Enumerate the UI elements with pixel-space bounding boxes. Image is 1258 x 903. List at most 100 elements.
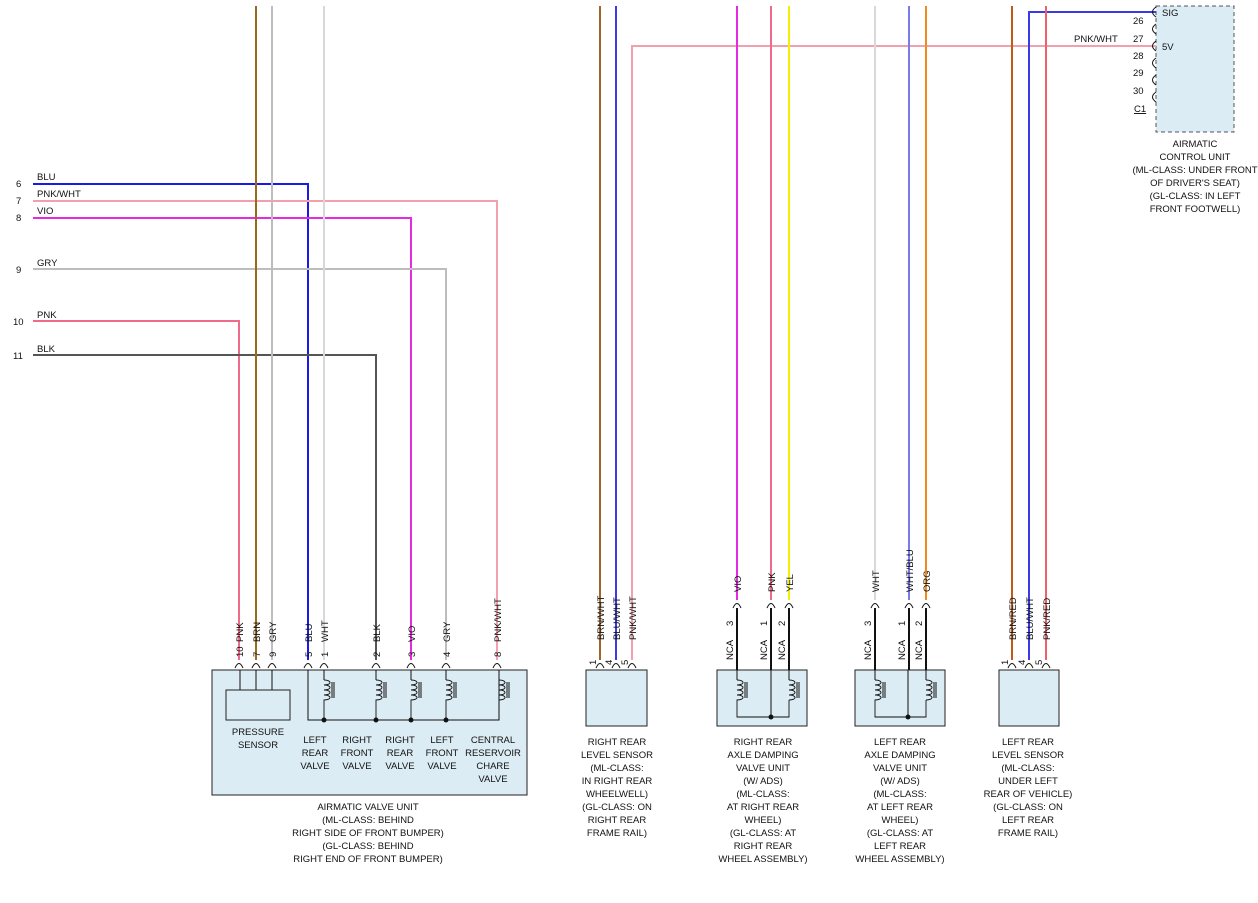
terminal-icon bbox=[627, 663, 637, 669]
terminal-icon bbox=[303, 663, 313, 669]
pin-wire-color: WHT/BLU bbox=[905, 549, 916, 592]
terminal-icon bbox=[1152, 6, 1157, 18]
caption-line: (ML-CLASS: UNDER FRONT bbox=[1132, 165, 1257, 176]
pin-wire-color: BRN bbox=[252, 622, 263, 642]
pin-number: 5 bbox=[304, 652, 315, 657]
wire-pnk-wht-2 bbox=[631, 45, 1156, 660]
acu-pin-28: 28 bbox=[1133, 51, 1144, 62]
rr-level-sensor-box bbox=[585, 669, 648, 727]
pin-wire-color: VIO bbox=[733, 576, 744, 592]
caption-line: LEFT REAR bbox=[874, 841, 926, 852]
pin-wire-color: PNK/RED bbox=[1042, 598, 1053, 640]
caption-line: RIGHT bbox=[342, 735, 372, 746]
caption-line: RIGHT REAR bbox=[734, 737, 793, 748]
caption-line: VALVE bbox=[342, 761, 371, 772]
acu-pin-27-wire: PNK/WHT bbox=[1074, 34, 1118, 45]
pressure-sensor-box bbox=[225, 689, 291, 721]
terminal-icon bbox=[441, 663, 451, 669]
caption-line: RIGHT bbox=[385, 735, 415, 746]
edge-label-pnk: PNK bbox=[37, 310, 57, 321]
valve-unit-caption: AIRMATIC VALVE UNIT(ML-CLASS: BEHINDRIGH… bbox=[292, 802, 444, 865]
caption-line: OF DRIVER'S SEAT) bbox=[1150, 178, 1240, 189]
terminal-icon bbox=[1152, 74, 1157, 86]
pin-wire-color: ORG bbox=[922, 570, 933, 592]
caption-line: RIGHT REAR bbox=[588, 815, 647, 826]
caption-line: AT RIGHT REAR bbox=[727, 802, 799, 813]
caption-line: WHEEL) bbox=[882, 815, 919, 826]
caption-line: REAR OF VEHICLE) bbox=[984, 789, 1073, 800]
pin-wire-color: YEL bbox=[785, 574, 796, 592]
terminal-icon bbox=[1024, 663, 1034, 669]
edge-label-gry: GRY bbox=[37, 258, 58, 269]
nca-stub-wires bbox=[736, 608, 927, 670]
caption-line: (GL-CLASS: AT bbox=[867, 828, 934, 839]
caption-line: LEFT REAR bbox=[1002, 815, 1054, 826]
edge-num-8: 8 bbox=[16, 213, 21, 224]
caption-line: LEVEL SENSOR bbox=[581, 750, 653, 761]
caption-line: REAR bbox=[387, 748, 414, 759]
pin-wire-color: BLK bbox=[372, 623, 383, 642]
pin-wire-color: BRN/RED bbox=[1008, 597, 1019, 640]
terminal-icon bbox=[784, 603, 794, 609]
terminal-icon bbox=[1007, 663, 1017, 669]
edge-label-blk: BLK bbox=[37, 344, 56, 355]
caption-line: FRONT FOOTWELL) bbox=[1150, 204, 1241, 215]
caption-line: (W/ ADS) bbox=[880, 776, 920, 787]
caption-line: (ML-CLASS: bbox=[590, 763, 643, 774]
pin-number: 8 bbox=[493, 652, 504, 657]
caption-line: AT LEFT REAR bbox=[867, 802, 933, 813]
terminal-icon bbox=[371, 663, 381, 669]
wire-pnk bbox=[33, 320, 240, 660]
caption-line: LEFT bbox=[303, 735, 326, 746]
edge-num-9: 9 bbox=[16, 265, 21, 276]
terminal-icon bbox=[766, 603, 776, 609]
caption-line: AXLE DAMPING bbox=[727, 750, 798, 761]
acu-pin-27-func: 5V bbox=[1162, 42, 1174, 53]
pin-wire-color: PNK/WHT bbox=[493, 598, 504, 642]
caption-line: RIGHT END OF FRONT BUMPER) bbox=[293, 854, 443, 865]
pin-number: 2 bbox=[777, 621, 788, 626]
caption-line: VALVE UNIT bbox=[736, 763, 790, 774]
connector-terminals bbox=[234, 6, 1157, 669]
caption-line: LEFT bbox=[430, 735, 453, 746]
terminal-icon bbox=[595, 663, 605, 669]
nca-label: NCA bbox=[725, 639, 736, 660]
caption-line: PRESSURE bbox=[232, 727, 284, 738]
terminal-icon bbox=[870, 603, 880, 609]
caption-line: RIGHT REAR bbox=[734, 841, 793, 852]
edge-num-10: 10 bbox=[13, 317, 24, 328]
caption-line: UNDER LEFT bbox=[998, 776, 1058, 787]
caption-line: AXLE DAMPING bbox=[864, 750, 935, 761]
caption-line: WHEELWELL) bbox=[586, 789, 648, 800]
caption-line: VALVE bbox=[427, 761, 456, 772]
terminal-icon bbox=[904, 603, 914, 609]
caption-line: WHEEL ASSEMBLY) bbox=[718, 854, 807, 865]
caption-line: LEFT REAR bbox=[874, 737, 926, 748]
diagram-labels: 6 BLU 7 PNK/WHT 8 VIO 9 GRY 10 PNK 11 BL… bbox=[13, 8, 1178, 665]
edge-num-6: 6 bbox=[16, 179, 21, 190]
edge-num-7: 7 bbox=[16, 196, 21, 207]
wire-vio bbox=[33, 217, 412, 660]
rr-damping-valve-box bbox=[716, 669, 808, 727]
caption-line: VALVE bbox=[300, 761, 329, 772]
terminal-icon bbox=[267, 663, 277, 669]
lr-level-sensor-box bbox=[998, 669, 1060, 727]
pin-number: 7 bbox=[252, 652, 263, 657]
pin-number: 1 bbox=[588, 660, 599, 665]
nca-label: NCA bbox=[897, 639, 908, 660]
pin-wire-color: BRN/WHT bbox=[596, 595, 607, 640]
pin-number: 5 bbox=[620, 660, 631, 665]
caption-line: VALVE bbox=[478, 774, 507, 785]
terminal-icon bbox=[1152, 91, 1157, 103]
pin-wire-color: GRY bbox=[268, 621, 279, 642]
nca-label: NCA bbox=[777, 639, 788, 660]
caption-line: AIRMATIC bbox=[1173, 139, 1218, 150]
terminal-icon bbox=[732, 603, 742, 609]
nca-label: NCA bbox=[914, 639, 925, 660]
